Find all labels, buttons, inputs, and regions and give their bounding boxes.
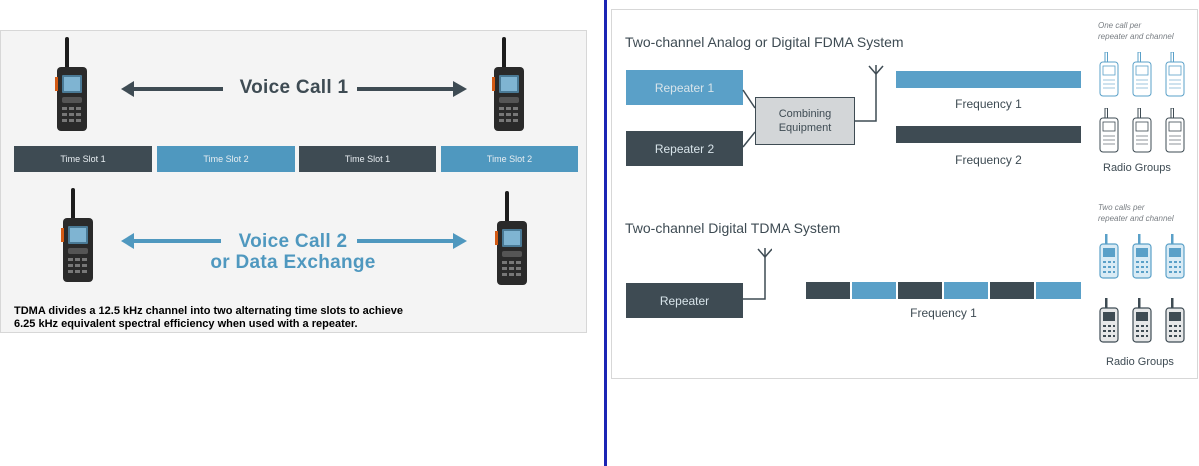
time-slot: Time Slot 1 [299,146,436,172]
radio-icon [492,37,524,131]
voice-call-2-line1: Voice Call 2 [238,231,348,252]
tdma-frequency-label: Frequency 1 [910,306,977,320]
tdma-illustration-panel: Voice Call 1 Time Slot 1 Time Slot 2 Tim… [0,30,587,333]
radio-icon [1165,234,1185,279]
tdma-title: Two-channel Digital TDMA System [625,220,841,236]
combining-line2: Equipment [778,122,832,134]
tdma-slot-segment [898,282,942,299]
fdma-note-line1: One call per [1098,21,1142,30]
repeater-box: Repeater [626,283,743,318]
radio-icon [1132,298,1152,343]
fdma-note-line2: repeater and channel [1098,32,1174,41]
repeater-1-box: Repeater 1 [626,70,743,105]
fdma-title: Two-channel Analog or Digital FDMA Syste… [625,34,904,50]
caption-line2: 6.25 kHz equivalent spectral efficiency … [14,318,358,330]
time-slot: Time Slot 2 [157,146,295,172]
radio-icon [1132,234,1152,279]
radio-icon [1099,234,1119,279]
repeater-2-box: Repeater 2 [626,131,743,166]
tdma-note-line1: Two calls per [1098,203,1145,212]
tdma-slot-segment [944,282,988,299]
radio-icon [1099,298,1119,343]
radio-icon [495,191,527,285]
double-arrow-icon [121,81,467,97]
radio-icon [1099,52,1119,97]
radio-icon [1132,108,1152,153]
voice-call-2-line2: or Data Exchange [210,252,376,273]
frequency-2-bar [896,126,1081,143]
radio-icon [1165,52,1185,97]
radio-icon [1099,108,1119,153]
panel-divider [604,0,607,466]
time-slot: Time Slot 2 [441,146,578,172]
tdma-slot-segment [852,282,896,299]
time-slot: Time Slot 1 [14,146,152,172]
tdma-slot-segment [1036,282,1081,299]
tdma-note-line2: repeater and channel [1098,214,1174,223]
radio-groups-label: Radio Groups [1103,162,1171,174]
double-arrow-icon [121,233,467,249]
caption-line1: TDMA divides a 12.5 kHz channel into two… [14,305,403,317]
radio-groups-label: Radio Groups [1106,356,1174,368]
antenna-icon [743,248,772,300]
frequency-1-bar [896,71,1081,88]
voice-call-1-label: Voice Call 1 [239,77,349,98]
frequency-2-label: Frequency 2 [955,153,1022,167]
tdma-slot-segment [806,282,850,299]
fdma-note: One call per repeater and channel [1098,20,1194,42]
combining-equipment-box: Combining Equipment [755,97,855,145]
tdma-note: Two calls per repeater and channel [1098,202,1194,224]
tdma-slot-segment [990,282,1034,299]
radio-icon [1165,298,1185,343]
fdma-vs-tdma-panel: Two-channel Analog or Digital FDMA Syste… [611,9,1198,379]
frequency-1-label: Frequency 1 [955,97,1022,111]
radio-icon [1132,52,1152,97]
combining-line1: Combining [778,108,832,120]
radio-icon [1165,108,1185,153]
caption: TDMA divides a 12.5 kHz channel into two… [14,305,574,331]
radio-icon [55,37,87,131]
fdma-connectors [742,65,884,148]
radio-icon [61,188,93,282]
voice-call-2-label: Voice Call 2 or Data Exchange [193,231,393,273]
